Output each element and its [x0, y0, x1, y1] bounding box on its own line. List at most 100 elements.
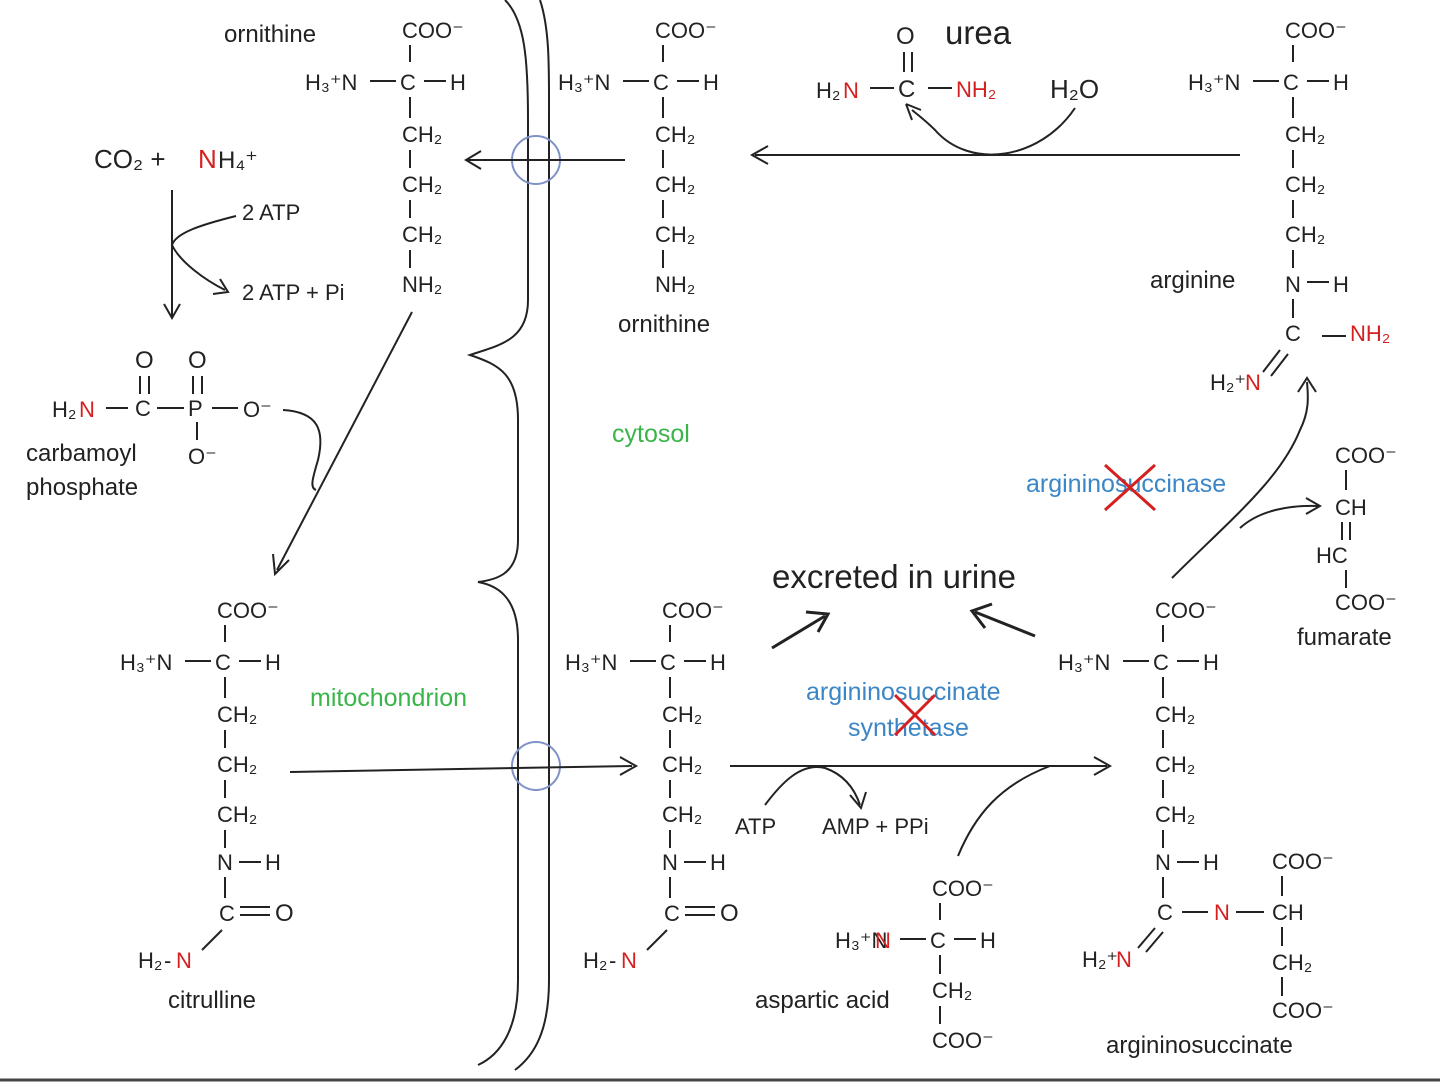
argininosuccinase-arrow [1171, 381, 1309, 579]
phosphate-label: phosphate [26, 474, 138, 501]
svg-text:-: - [609, 948, 616, 973]
co2-label: CO₂ + [94, 144, 166, 174]
svg-text:N: N [1116, 947, 1132, 972]
citrulline-label: citrulline [168, 987, 256, 1014]
svg-text:H₃⁺N: H₃⁺N [835, 928, 887, 953]
svg-text:H: H [265, 850, 281, 875]
svg-text:H: H [710, 850, 726, 875]
svg-text:H: H [1203, 650, 1219, 675]
svg-text:NH₂: NH₂ [956, 77, 996, 102]
svg-text:N: N [1245, 370, 1261, 395]
svg-text:COO⁻: COO⁻ [1272, 849, 1334, 874]
svg-text:C: C [1285, 321, 1301, 346]
svg-text:N: N [1155, 850, 1171, 875]
svg-text:H₃⁺N: H₃⁺N [1058, 650, 1110, 675]
citrulline-transport-arrow [289, 765, 633, 773]
svg-text:H₃⁺N: H₃⁺N [565, 650, 617, 675]
svg-text:O⁻: O⁻ [243, 397, 272, 422]
svg-text:COO⁻: COO⁻ [662, 598, 724, 623]
citrulline-transporter-icon [511, 741, 561, 791]
ass-enzyme-label-2: synthetase [848, 714, 969, 742]
atp-label: ATP [735, 814, 776, 839]
svg-text:COO⁻: COO⁻ [1285, 18, 1347, 43]
urea-label: urea [945, 14, 1012, 51]
svg-text:H₃⁺N: H₃⁺N [305, 70, 357, 95]
svg-text:CH₂: CH₂ [402, 172, 442, 197]
svg-text:C: C [215, 650, 231, 675]
argininosuccinate-label: argininosuccinate [1106, 1032, 1293, 1059]
svg-text:H₂⁺: H₂⁺ [1210, 370, 1246, 395]
aspartic-acid-structure: COO⁻ H₃⁺N N C H CH₂ COO⁻ aspartic acid [755, 876, 996, 1053]
svg-text:H₃⁺N: H₃⁺N [120, 650, 172, 675]
svg-text:C: C [660, 650, 676, 675]
ornithine-cyto-structure: COO⁻ H₃⁺N C H CH₂ CH₂ CH₂ NH₂ ornithine [558, 18, 719, 338]
svg-text:C: C [1153, 650, 1169, 675]
svg-text:N: N [843, 78, 859, 103]
atp-in-label: 2 ATP [242, 200, 300, 225]
fumarate-label: fumarate [1297, 624, 1392, 651]
carbamoyl-label: carbamoyl [26, 440, 137, 467]
argininosuccinase-inhibition-x-icon [1103, 463, 1157, 512]
svg-text:O⁻: O⁻ [188, 444, 217, 469]
ass-inhibition-x-icon [893, 693, 937, 737]
svg-text:CH₂: CH₂ [217, 752, 257, 777]
svg-text:N: N [1214, 900, 1230, 925]
svg-text:CH₂: CH₂ [1155, 702, 1195, 727]
svg-text:CH: CH [1335, 495, 1367, 520]
svg-text:N: N [1285, 272, 1301, 297]
amp-ppi-label: AMP + PPi [822, 814, 929, 839]
svg-text:CH₂: CH₂ [217, 802, 257, 827]
carbamoyl-synthesis: CO₂ + N H₄⁺ 2 ATP 2 ATP + Pi O O H₂ N C … [26, 144, 345, 501]
svg-text:H₂: H₂ [583, 948, 607, 973]
svg-text:C: C [653, 70, 669, 95]
svg-text:CH₂: CH₂ [655, 122, 695, 147]
svg-text:O: O [135, 347, 154, 374]
fumarate-structure: COO⁻ CH HC COO⁻ fumarate [1297, 443, 1397, 651]
svg-text:CH₂: CH₂ [655, 222, 695, 247]
svg-text:O: O [720, 900, 739, 927]
svg-text:CH₂: CH₂ [932, 978, 972, 1003]
svg-text:H: H [1333, 70, 1349, 95]
svg-text:O: O [188, 347, 207, 374]
svg-text:H: H [265, 650, 281, 675]
otc-arrow [276, 311, 413, 571]
svg-text:C: C [135, 396, 151, 421]
svg-text:C: C [1157, 900, 1173, 925]
svg-text:H₃⁺N: H₃⁺N [1188, 70, 1240, 95]
water-label: H₂O [1050, 74, 1099, 104]
svg-text:H₂: H₂ [52, 397, 76, 422]
atp-out-label: 2 ATP + Pi [242, 280, 345, 305]
svg-text:COO⁻: COO⁻ [1335, 443, 1397, 468]
svg-text:N: N [662, 850, 678, 875]
svg-text:N: N [621, 948, 637, 973]
svg-text:COO⁻: COO⁻ [655, 18, 717, 43]
argininosuccinate-structure: COO⁻ H₃⁺N C H CH₂ CH₂ CH₂ N H C N CH H₂⁺… [1058, 598, 1334, 1059]
nh4-n: N [198, 144, 217, 174]
svg-text:C: C [400, 70, 416, 95]
svg-text:COO⁻: COO⁻ [1272, 998, 1334, 1023]
svg-text:H: H [703, 70, 719, 95]
svg-text:N: N [875, 928, 891, 953]
ornithine-mito-structure: ornithine COO⁻ H₃⁺N C H CH₂ CH₂ CH₂ NH₂ [224, 18, 466, 297]
urea-structure: O urea H₂ N C NH₂ H₂O [816, 14, 1099, 104]
svg-text:CH₂: CH₂ [1155, 802, 1195, 827]
svg-text:C: C [219, 901, 235, 926]
ornithine-cyto-label: ornithine [618, 311, 710, 338]
svg-text:COO⁻: COO⁻ [217, 598, 279, 623]
svg-text:N: N [176, 948, 192, 973]
svg-text:COO⁻: COO⁻ [402, 18, 464, 43]
svg-text:CH₂: CH₂ [662, 802, 702, 827]
svg-text:CH₂: CH₂ [402, 222, 442, 247]
svg-text:-: - [164, 948, 171, 973]
svg-text:H₃⁺N: H₃⁺N [558, 70, 610, 95]
svg-text:CH₂: CH₂ [1272, 950, 1312, 975]
cytosol-label: cytosol [612, 420, 690, 448]
svg-text:COO⁻: COO⁻ [932, 1028, 994, 1053]
svg-text:C: C [930, 928, 946, 953]
svg-text:H₂: H₂ [816, 78, 840, 103]
svg-text:H: H [1333, 272, 1349, 297]
svg-text:N: N [79, 397, 95, 422]
svg-text:H₂⁺: H₂⁺ [1082, 947, 1118, 972]
citrulline-mito-structure: COO⁻ H₃⁺N C H CH₂ CH₂ CH₂ N H C O H₂ N -… [120, 598, 294, 1014]
